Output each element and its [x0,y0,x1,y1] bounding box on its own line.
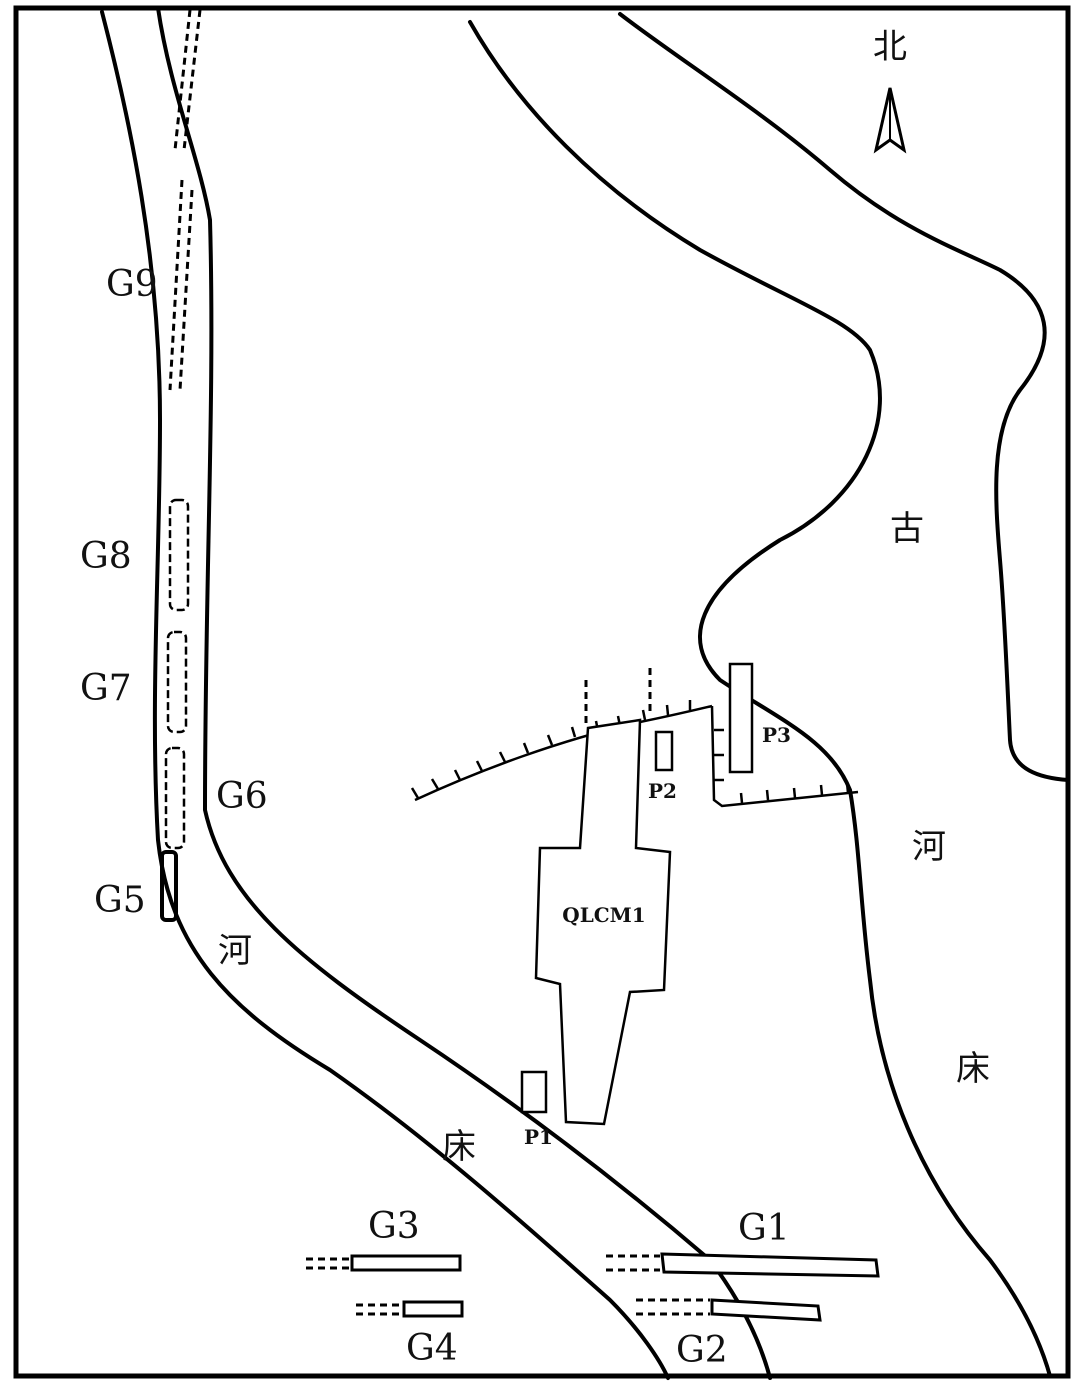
pit-p2 [654,730,674,772]
east-river-char-3: 床 [956,1049,990,1089]
label-g9: G9 [106,264,158,305]
label-g8: G8 [80,536,132,577]
east-riverbed-east-bank [618,12,1070,782]
label-g5: G5 [94,880,146,921]
label-g4: G4 [406,1328,458,1369]
trench-g7 [166,630,188,734]
map-frame [13,5,1071,1379]
east-river-char-2: 河 [912,827,946,867]
west-river-char-2: 床 [442,1127,476,1167]
north-arrow-icon [873,87,907,154]
trench-g1 [606,1252,880,1278]
west-riverbed-outer-bank [100,10,670,1380]
trench-g4 [356,1300,464,1318]
west-river-char-1: 河 [218,931,252,971]
trench-g5 [160,850,178,922]
structure-qlcm1 [534,718,672,1126]
pit-p3 [728,662,754,774]
label-g1: G1 [738,1208,790,1249]
label-g6: G6 [216,776,268,817]
trench-g8 [168,498,190,612]
trench-g9 [168,179,194,391]
label-g7: G7 [80,668,132,709]
label-p3: P3 [762,723,791,747]
east-river-char-1: 古 [890,509,924,549]
label-p2: P2 [648,779,677,803]
north-label: 北 [873,27,907,67]
trench-g6 [164,746,186,850]
label-g3: G3 [368,1206,420,1247]
label-qlcm1: QLCM1 [562,903,645,927]
pit-p1 [520,1070,548,1114]
east-riverbed-west-bank [468,20,1052,1378]
label-g2: G2 [676,1330,728,1371]
label-p1: P1 [524,1125,553,1149]
trench-g2 [636,1298,822,1322]
trench-g3 [306,1254,462,1272]
west-riverbed-inner-bank [156,6,772,1380]
